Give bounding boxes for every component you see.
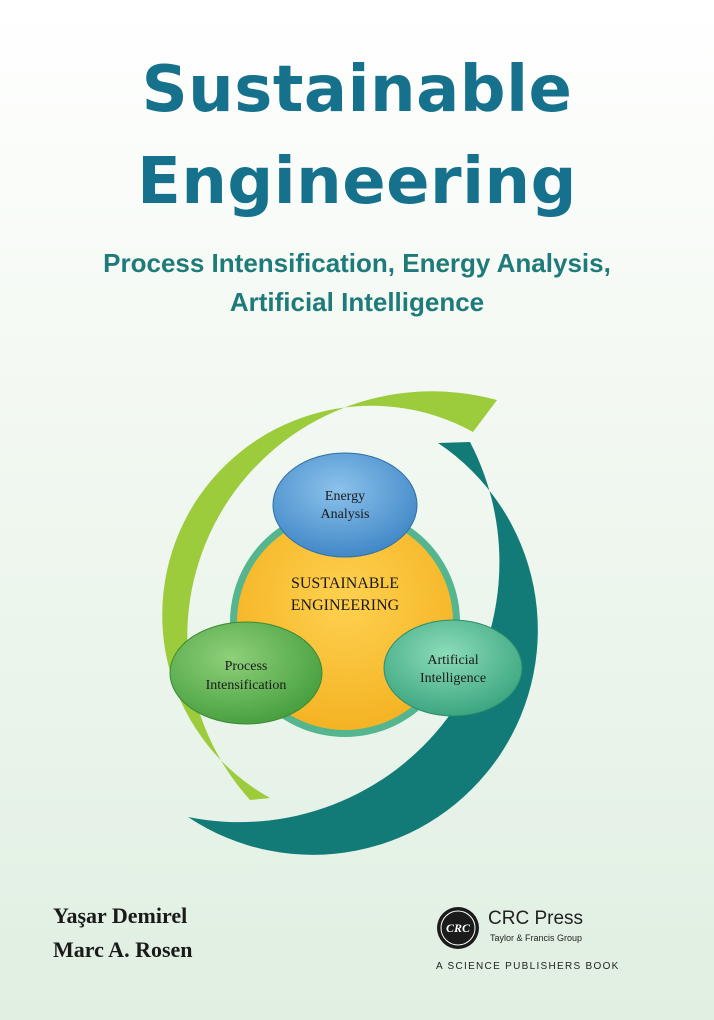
process-intensification-ellipse bbox=[169, 621, 323, 725]
author-1: Yaşar Demirel bbox=[53, 903, 188, 928]
author-2: Marc A. Rosen bbox=[53, 937, 193, 962]
publisher-line: A SCIENCE PUBLISHERS BOOK bbox=[436, 961, 620, 972]
artificial-intelligence-ellipse bbox=[383, 619, 523, 717]
publisher-name: CRC Press bbox=[488, 908, 584, 929]
subtitle-line-2: Artificial Intelligence bbox=[229, 287, 485, 317]
process-label-line-2: Intensification bbox=[206, 678, 287, 693]
center-label-line-1: SUSTAINABLE bbox=[291, 575, 399, 592]
crc-press-logo-icon: CRC bbox=[437, 907, 479, 949]
energy-label-line-1: Energy bbox=[325, 489, 365, 504]
energy-analysis-ellipse bbox=[272, 452, 418, 558]
title-line-2: Engineering bbox=[137, 145, 577, 219]
energy-label-line-2: Analysis bbox=[321, 507, 370, 522]
ai-label-line-2: Intelligence bbox=[420, 671, 486, 686]
title-line-1: Sustainable bbox=[141, 53, 573, 127]
teal-ring-arc bbox=[188, 442, 538, 855]
center-label-line-2: ENGINEERING bbox=[291, 597, 400, 614]
publisher-group: Taylor & Francis Group bbox=[490, 933, 583, 943]
subtitle-line-1: Process Intensification, Energy Analysis… bbox=[103, 248, 611, 278]
crc-logo-text: CRC bbox=[446, 921, 471, 935]
ai-label-line-1: Artificial bbox=[427, 653, 478, 668]
process-label-line-1: Process bbox=[225, 659, 268, 674]
